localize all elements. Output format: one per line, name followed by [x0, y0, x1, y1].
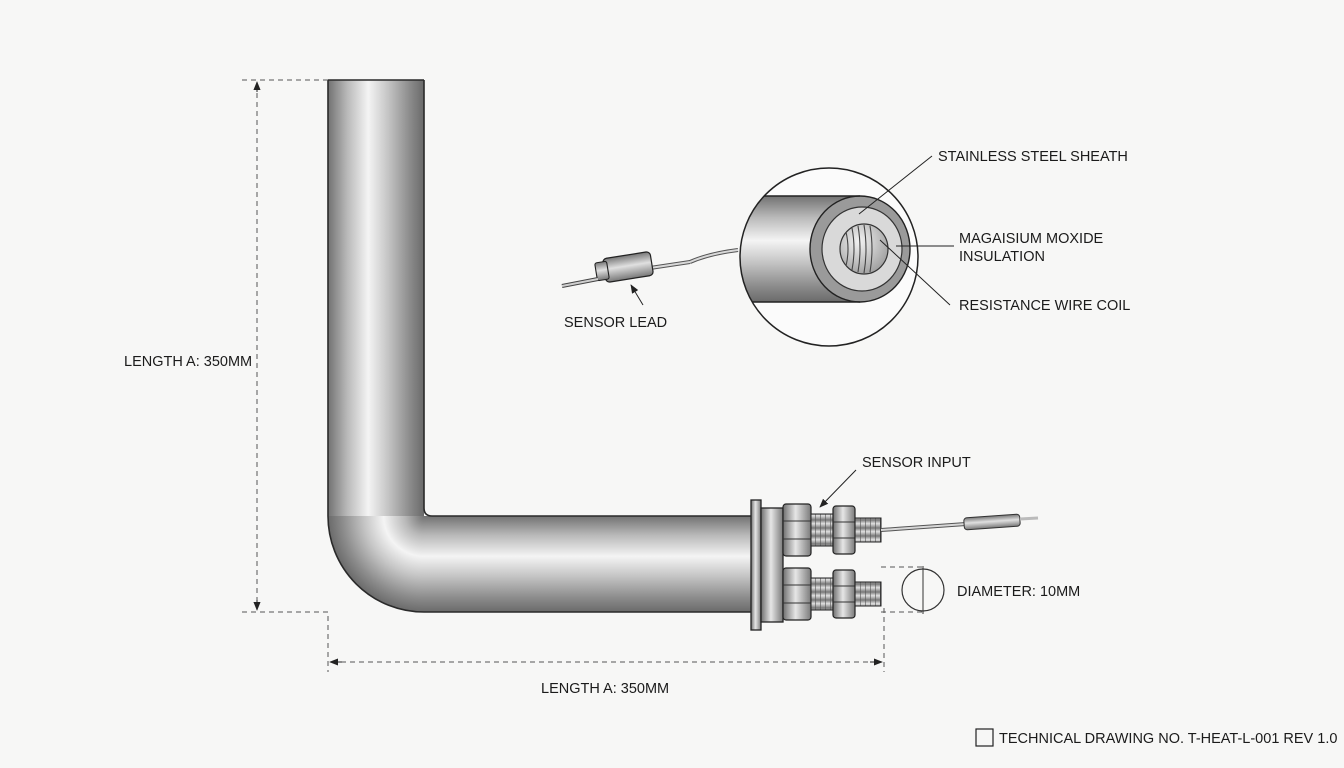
insulation-label-line1: MAGAISIUM MOXIDE: [959, 231, 1104, 247]
dimension-lines: [242, 79, 945, 672]
tube-vertical-section: [328, 80, 424, 516]
detail-coil: [845, 224, 873, 274]
sensor-lead-barrel: [602, 251, 654, 283]
upper-thread: [810, 513, 834, 547]
sensor-lead-label: SENSOR LEAD: [564, 315, 667, 331]
flange-ring: [760, 507, 784, 623]
sensor-wire: [880, 513, 1039, 532]
flange-assembly: [750, 499, 882, 631]
lower-hex-nut: [782, 567, 812, 621]
diameter-label: DIAMETER: 10MM: [957, 584, 1080, 600]
detail-circle: [739, 167, 919, 347]
upper-tip-thread: [854, 517, 882, 543]
lower-thread: [810, 577, 834, 611]
vertical-length-label: LENGTH A: 350MM: [124, 354, 252, 370]
lower-fitting-nut: [832, 569, 856, 619]
heating-tube: [327, 79, 754, 613]
insulation-label-line2: INSULATION: [959, 249, 1045, 265]
sensor-input-label: SENSOR INPUT: [862, 455, 971, 471]
title-checkbox: [975, 728, 994, 747]
upper-hex-nut: [782, 503, 812, 557]
wire-sleeve: [963, 513, 1021, 531]
upper-fitting-nut: [832, 505, 856, 555]
resistance-coil-label: RESISTANCE WIRE COIL: [959, 298, 1130, 314]
drawing-number: TECHNICAL DRAWING NO. T-HEAT-L-001 REV 1…: [999, 731, 1337, 747]
sensor-lead-part: [561, 248, 739, 288]
flange-plate: [750, 499, 762, 631]
horizontal-length-label: LENGTH A: 350MM: [541, 681, 669, 697]
detail-resistance-core: [839, 223, 889, 275]
tube-horizontal-section: [424, 516, 754, 612]
stainless-sheath-label: STAINLESS STEEL SHEATH: [938, 149, 1128, 165]
sensor-lead-collar: [594, 260, 610, 282]
detail-view: [739, 167, 919, 347]
tube-bend: [328, 516, 424, 612]
leader-lines: [630, 155, 954, 508]
lower-tip-thread: [854, 581, 882, 607]
title-block: TECHNICAL DRAWING NO. T-HEAT-L-001 REV 1…: [975, 728, 1337, 747]
